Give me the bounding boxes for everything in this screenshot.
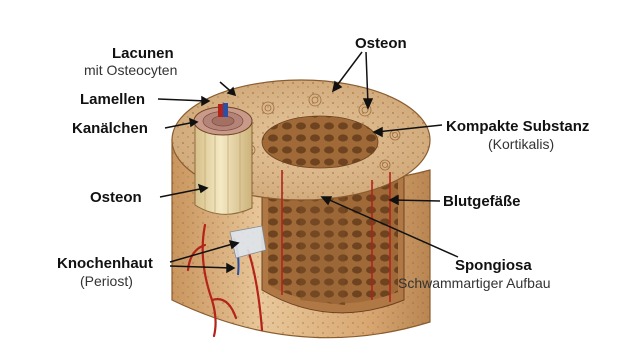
osteon-vessel-red: [218, 104, 223, 117]
label-lacunen: Lacunen: [112, 46, 174, 63]
label-kanaelchen: Kanälchen: [72, 121, 148, 138]
label-kompakte-sub: (Kortikalis): [488, 137, 554, 152]
label-lamellen: Lamellen: [80, 92, 145, 109]
top-spongy: [262, 116, 378, 168]
label-kompakte-substanz: Kompakte Substanz: [446, 119, 589, 136]
label-knochenhaut-sub: (Periost): [80, 274, 133, 289]
label-spongiosa: Spongiosa: [455, 258, 532, 275]
label-blutgefaesse: Blutgefäße: [443, 194, 521, 211]
osteon-vessel-blue: [223, 103, 228, 117]
label-lacunen-sub: mit Osteocyten: [84, 63, 177, 78]
label-osteon-top: Osteon: [355, 36, 407, 53]
label-knochenhaut: Knochenhaut: [57, 256, 153, 273]
label-osteon-left: Osteon: [90, 190, 142, 207]
label-spongiosa-sub: Schwammartiger Aufbau: [398, 276, 551, 291]
